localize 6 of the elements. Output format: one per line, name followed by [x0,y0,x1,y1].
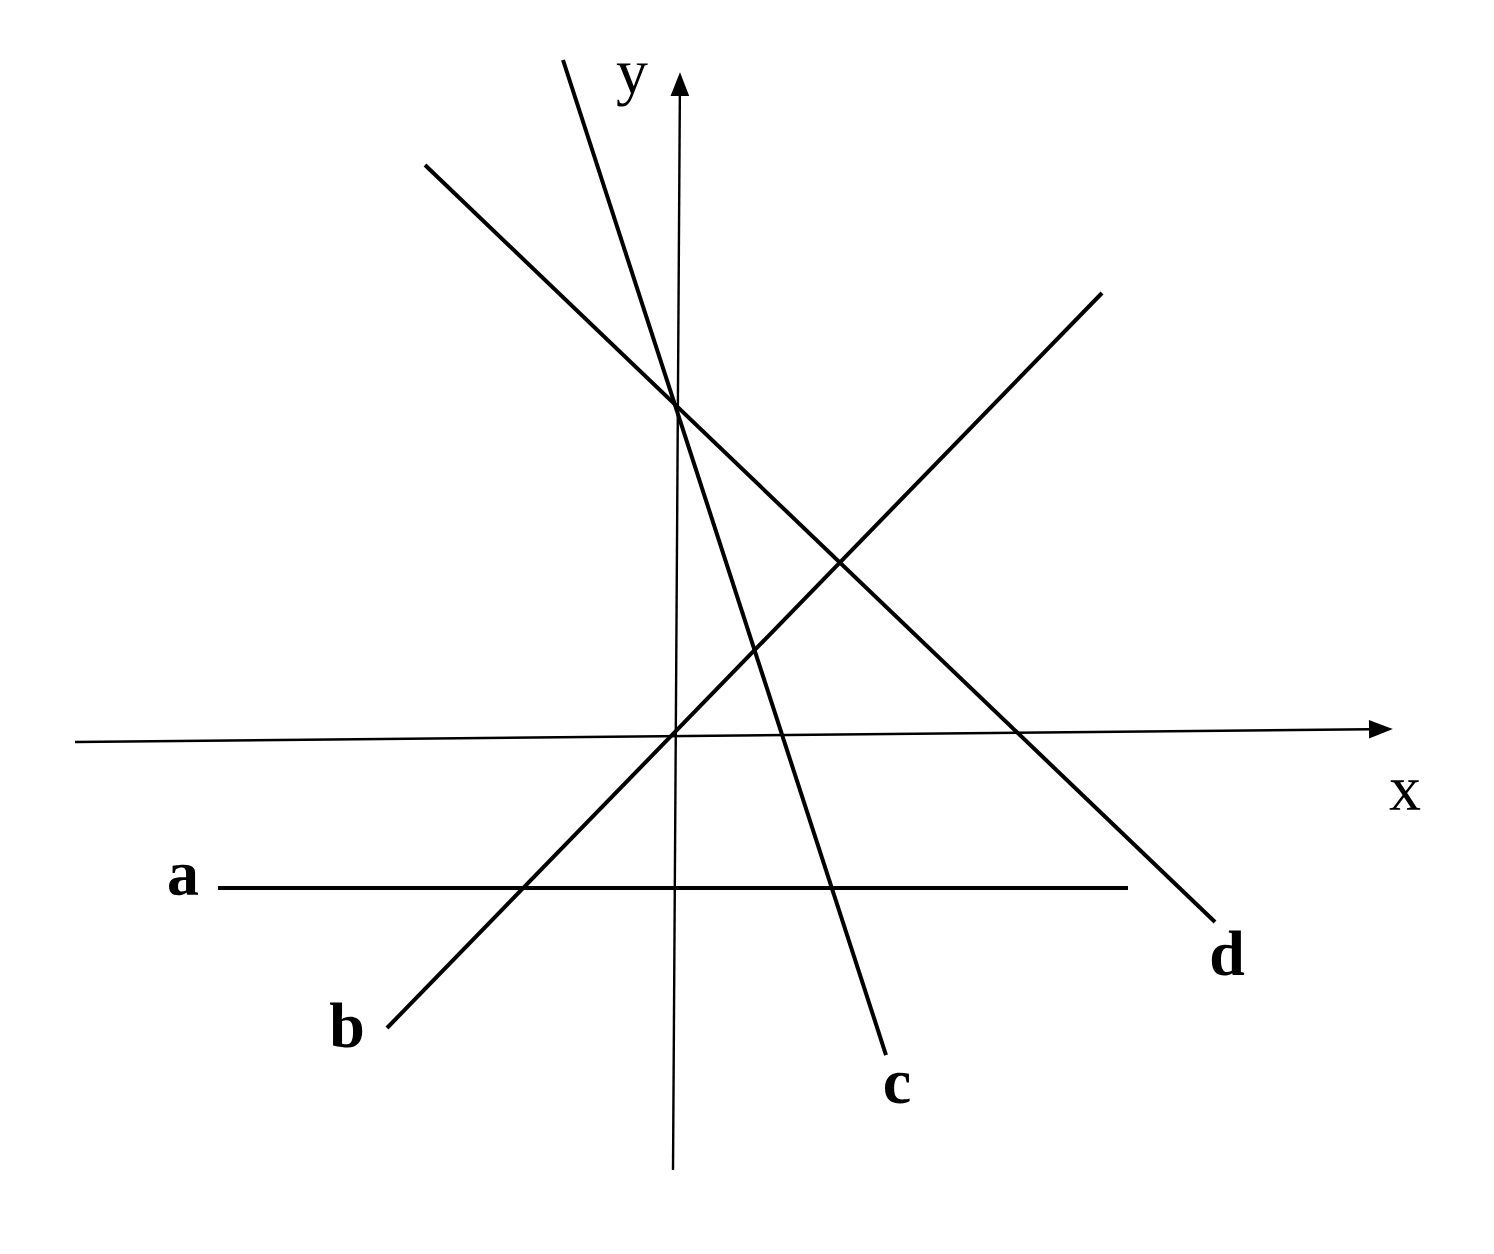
line-label: d [1211,930,1245,976]
line-label: a [169,864,199,896]
line-label: b [330,1002,363,1048]
line-label: c [885,1072,910,1104]
axis-label: y [616,63,648,107]
axis-label: x [1389,780,1421,810]
